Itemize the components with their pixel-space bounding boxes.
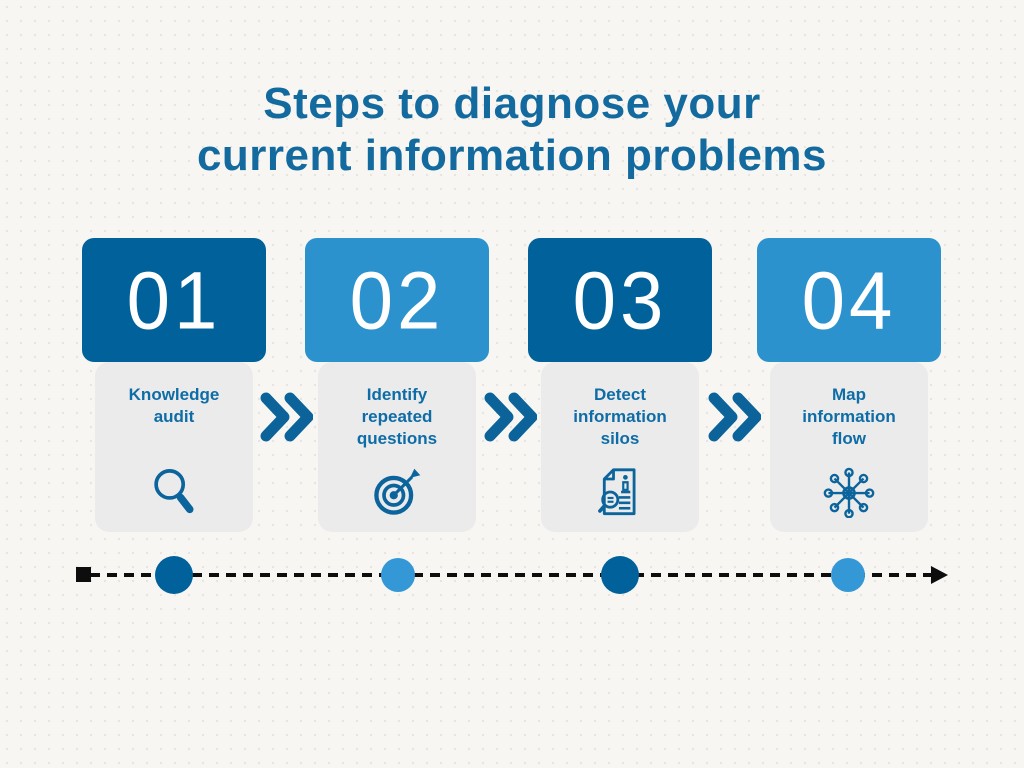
- double-chevron-icon: [260, 392, 313, 442]
- network-hub-icon: [823, 467, 875, 518]
- timeline-start-marker: [76, 567, 91, 582]
- timeline-dot-step-4: [831, 558, 865, 592]
- step-1-number-box: 01: [82, 238, 266, 362]
- step-4-number-box: 04: [757, 238, 941, 362]
- step-1-label: Knowledge audit: [128, 385, 220, 426]
- double-chevron-icon: [484, 392, 537, 442]
- step-2: 02 Identify repeated questions: [305, 238, 489, 532]
- step-1-card: [95, 362, 253, 532]
- step-4: 04 Map information flow: [757, 238, 941, 532]
- step-2-label: Identify repeated questions: [356, 385, 438, 448]
- step-3-label: Detect information silos: [573, 385, 667, 448]
- step-2-number: 02: [349, 253, 445, 346]
- magnifier-icon: [154, 469, 194, 514]
- step-3-number: 03: [572, 253, 668, 346]
- step-3: 03 Detect information silos: [528, 238, 712, 532]
- timeline-dot-step-3: [601, 556, 639, 594]
- page-title: Steps to diagnose your current informati…: [196, 79, 828, 180]
- step-3-number-box: 03: [528, 238, 712, 362]
- double-chevron-icon: [708, 392, 761, 442]
- timeline-dot-step-2: [381, 558, 415, 592]
- document-search-icon: [598, 468, 636, 516]
- timeline-arrowhead-icon: [931, 566, 948, 584]
- step-4-label: Map information flow: [802, 385, 896, 448]
- step-2-number-box: 02: [305, 238, 489, 362]
- step-1: 01 Knowledge audit: [82, 238, 266, 532]
- step-4-number: 04: [801, 253, 897, 346]
- timeline-dot-step-1: [155, 556, 193, 594]
- target-icon: [374, 468, 421, 515]
- timeline-dashed-line: [90, 573, 933, 577]
- step-1-number: 01: [126, 253, 222, 346]
